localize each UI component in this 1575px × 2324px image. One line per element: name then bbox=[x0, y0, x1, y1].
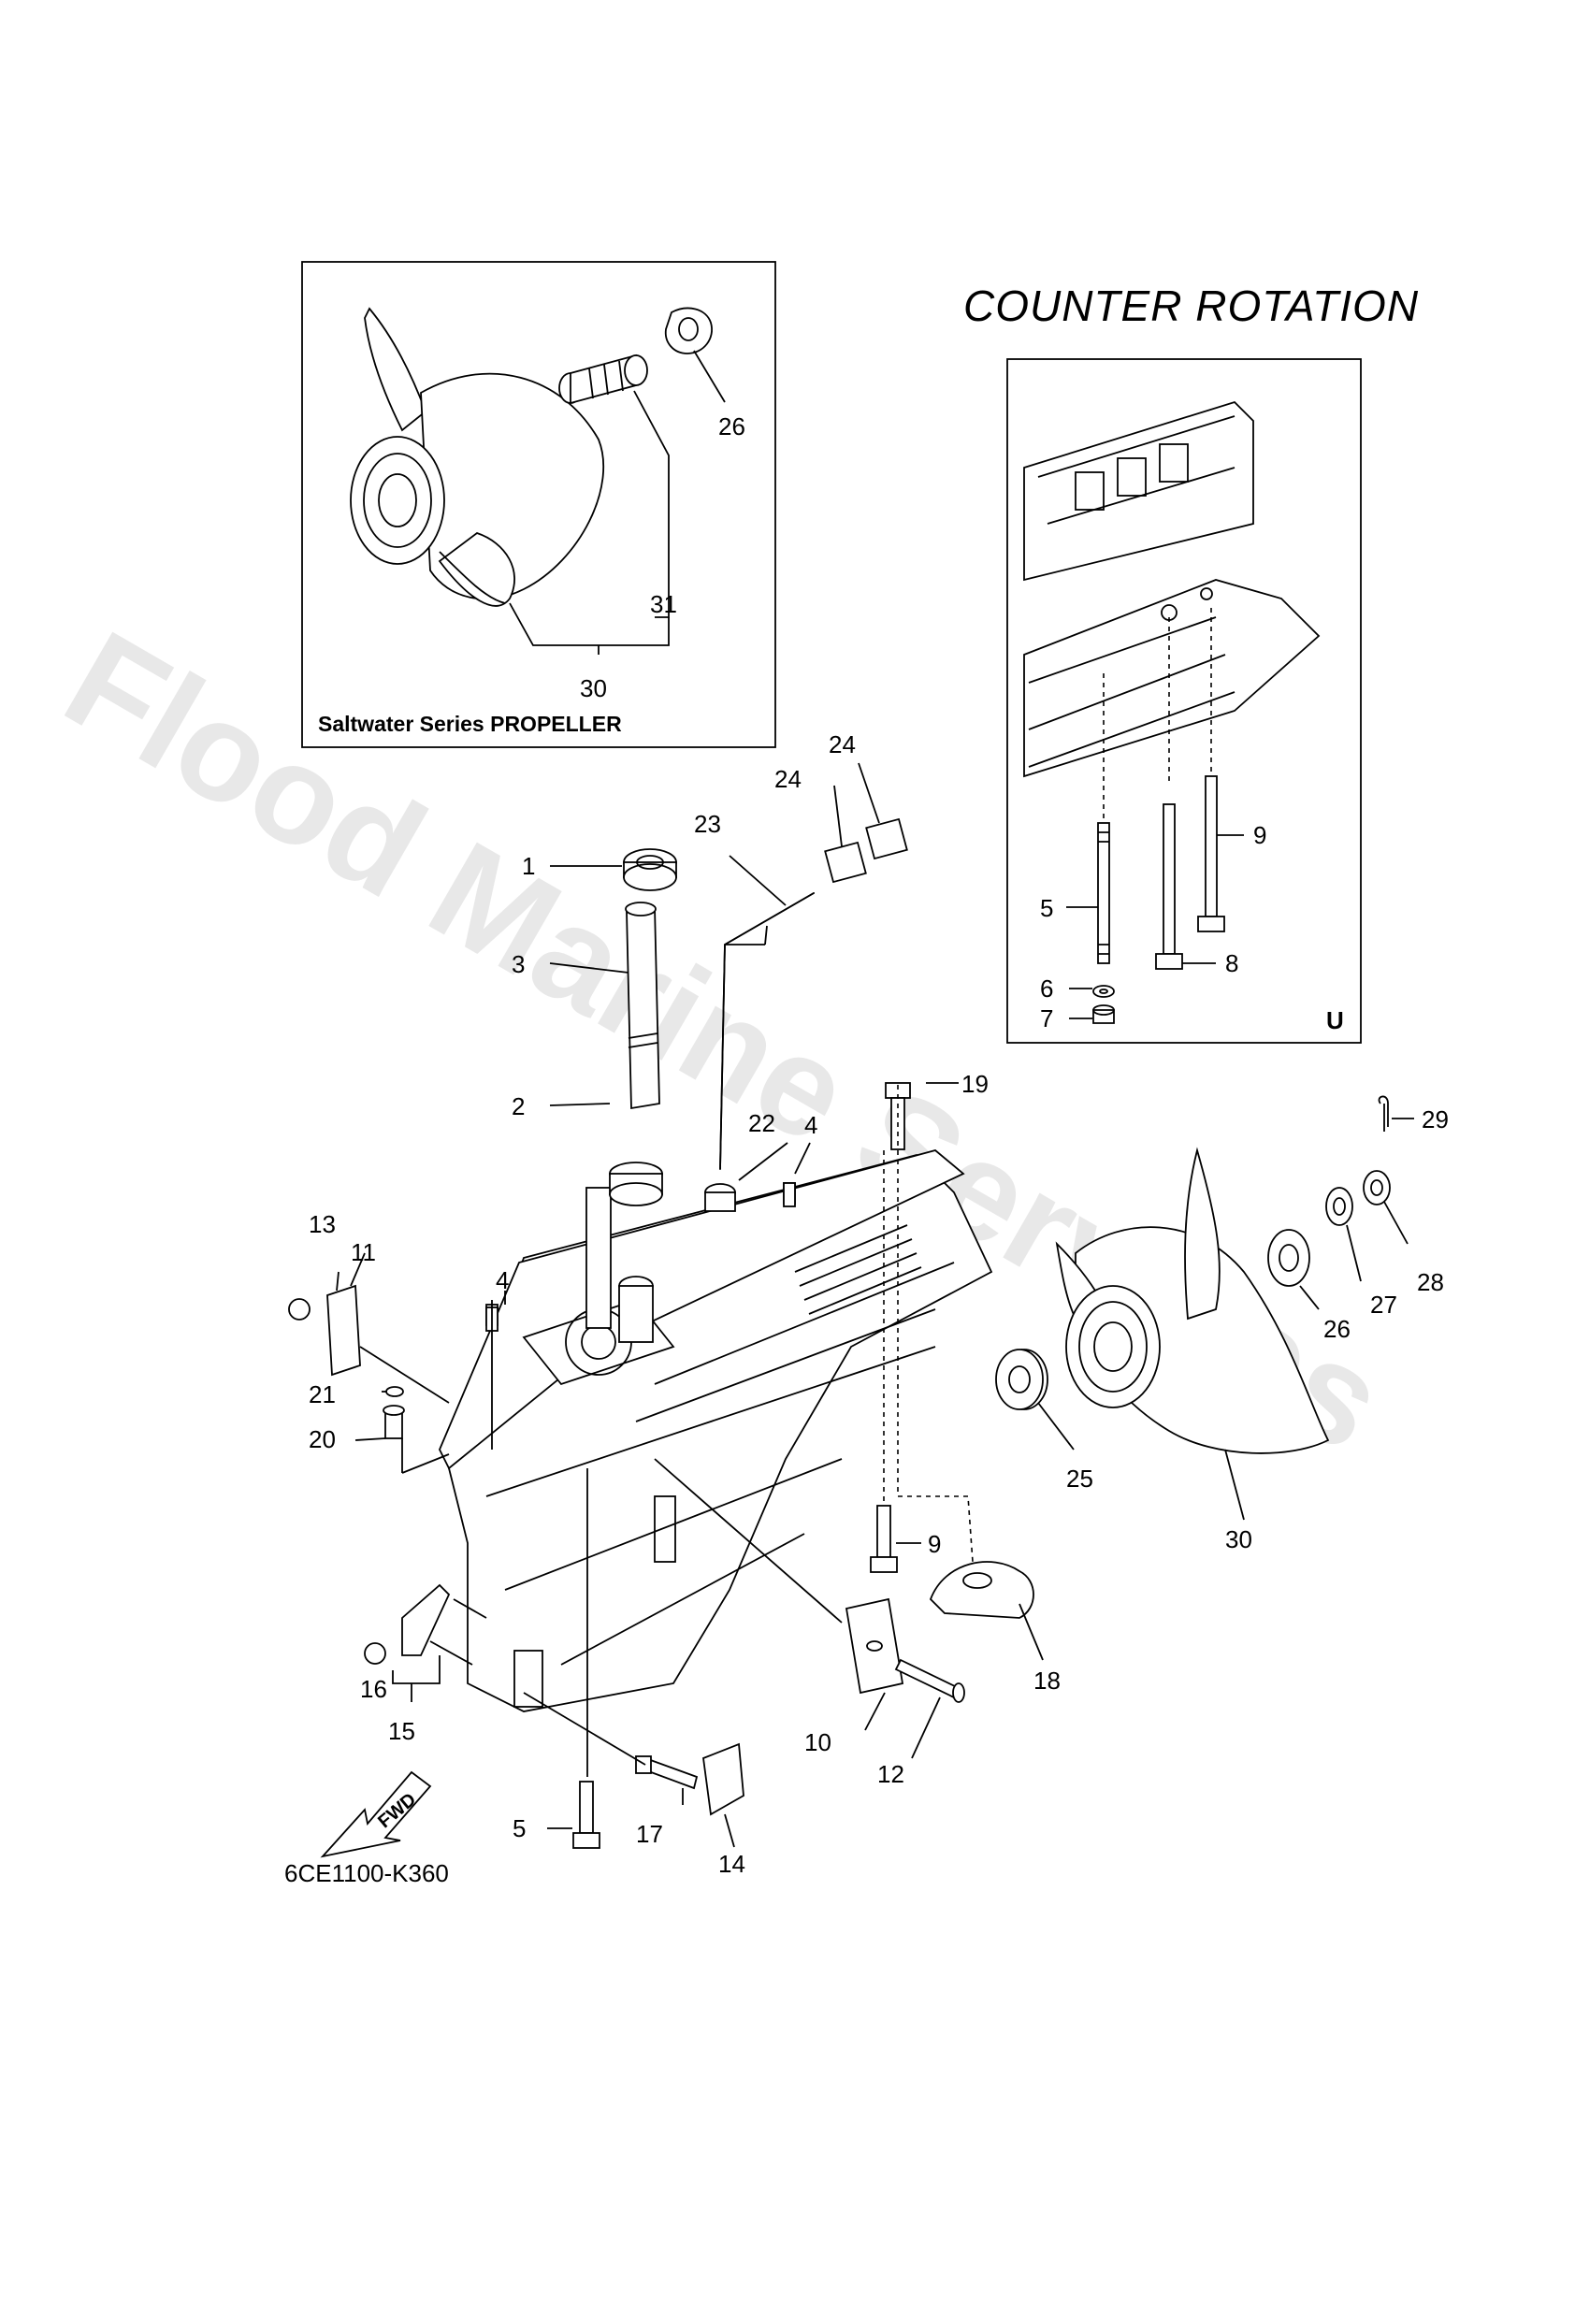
part-14-cover bbox=[702, 1742, 744, 1816]
callout-12: 12 bbox=[877, 1760, 904, 1788]
inset-saltwater-propeller: 26 31 30 Saltwater Series PROPELLER bbox=[301, 261, 776, 748]
diagram-code: 6CE1100-K360 bbox=[284, 1859, 449, 1887]
callout-1: 1 bbox=[522, 852, 535, 880]
part-13-bolt bbox=[288, 1298, 311, 1321]
part-21-o-ring bbox=[385, 1386, 404, 1397]
callout-4a: 4 bbox=[804, 1111, 817, 1139]
callout-9-inset: 9 bbox=[1253, 821, 1266, 849]
callout-26: 26 bbox=[1323, 1315, 1351, 1343]
callout-6: 6 bbox=[1040, 974, 1053, 1003]
callout-8: 8 bbox=[1225, 949, 1238, 977]
part-18-trim-anode bbox=[929, 1561, 1034, 1619]
inset-counter-rotation: 9 5 8 6 7 U bbox=[1006, 358, 1362, 1044]
callout-25: 25 bbox=[1066, 1465, 1093, 1493]
callout-5-inset: 5 bbox=[1040, 894, 1053, 922]
part-28-nut bbox=[1363, 1170, 1391, 1205]
callout-10: 10 bbox=[804, 1728, 831, 1756]
callout-23: 23 bbox=[694, 810, 721, 838]
callout-7: 7 bbox=[1040, 1004, 1053, 1032]
heading-counter-rotation: COUNTER ROTATION bbox=[963, 281, 1419, 330]
inset-propeller-illustration bbox=[350, 307, 605, 607]
callout-22: 22 bbox=[748, 1109, 775, 1137]
part-24-clip-b bbox=[865, 817, 908, 860]
part-31-spline-sleeve bbox=[558, 354, 648, 405]
part-4-pin-a bbox=[783, 1182, 796, 1207]
callout-14: 14 bbox=[718, 1850, 745, 1878]
part-22-bushing bbox=[704, 1183, 736, 1212]
part-9-bolt bbox=[870, 1505, 898, 1573]
callout-18: 18 bbox=[1033, 1667, 1061, 1695]
part-11-grommet bbox=[326, 1284, 361, 1377]
lower-casing-illustration bbox=[439, 1149, 993, 1712]
part-1-seal bbox=[623, 848, 677, 891]
callout-2: 2 bbox=[512, 1092, 525, 1120]
part-26-spacer-inset bbox=[664, 307, 713, 354]
callout-11: 11 bbox=[351, 1238, 376, 1266]
part-8-bolt-inset bbox=[1155, 803, 1183, 970]
callout-19: 19 bbox=[961, 1070, 989, 1098]
part-30-propeller bbox=[1055, 1147, 1330, 1454]
part-10-anode bbox=[845, 1597, 904, 1695]
part-6-washer bbox=[1092, 985, 1115, 998]
callout-20: 20 bbox=[309, 1425, 336, 1453]
callout-27: 27 bbox=[1370, 1291, 1397, 1319]
part-16-nut bbox=[364, 1642, 386, 1665]
callout-3: 3 bbox=[512, 950, 525, 978]
part-25-seal bbox=[995, 1349, 1048, 1410]
callout-13: 13 bbox=[309, 1210, 336, 1238]
variant-mark-u: U bbox=[1326, 1006, 1344, 1034]
part-17-bolt bbox=[635, 1755, 699, 1790]
callout-30: 30 bbox=[1225, 1525, 1252, 1553]
callout-17: 17 bbox=[636, 1820, 663, 1848]
inset-title: Saltwater Series PROPELLER bbox=[318, 712, 622, 736]
part-2-grommet bbox=[609, 1162, 663, 1206]
part-3-water-tube bbox=[625, 902, 660, 1110]
part-15-cover bbox=[401, 1583, 451, 1656]
counter-rotation-casing-illustration bbox=[1023, 400, 1321, 778]
fwd-arrow: FWD bbox=[320, 1770, 432, 1858]
callout-31: 31 bbox=[650, 590, 677, 618]
callout-28: 28 bbox=[1417, 1268, 1444, 1296]
part-12-bolt bbox=[894, 1658, 965, 1703]
part-7-nut bbox=[1092, 1004, 1115, 1024]
callout-30-inset: 30 bbox=[580, 674, 607, 702]
callout-5: 5 bbox=[513, 1814, 526, 1842]
part-5-bolt bbox=[572, 1781, 600, 1849]
part-24-clip-a bbox=[824, 841, 867, 884]
part-29-cotter-pin bbox=[1378, 1095, 1389, 1132]
callout-16: 16 bbox=[360, 1675, 387, 1703]
callout-24a: 24 bbox=[774, 765, 802, 793]
leader-lines bbox=[336, 762, 1414, 1848]
callout-29: 29 bbox=[1422, 1105, 1449, 1133]
callout-15: 15 bbox=[388, 1717, 415, 1745]
part-27-washer bbox=[1325, 1187, 1353, 1226]
callout-24b: 24 bbox=[829, 730, 856, 758]
part-5-stud-inset bbox=[1097, 822, 1110, 964]
callout-4b: 4 bbox=[496, 1266, 509, 1294]
callout-9: 9 bbox=[928, 1530, 941, 1558]
part-9-bolt-inset bbox=[1197, 775, 1225, 932]
callout-26-inset: 26 bbox=[718, 412, 745, 440]
callout-21: 21 bbox=[309, 1380, 336, 1408]
part-26-spacer bbox=[1267, 1229, 1310, 1287]
part-20-plug bbox=[383, 1405, 405, 1439]
